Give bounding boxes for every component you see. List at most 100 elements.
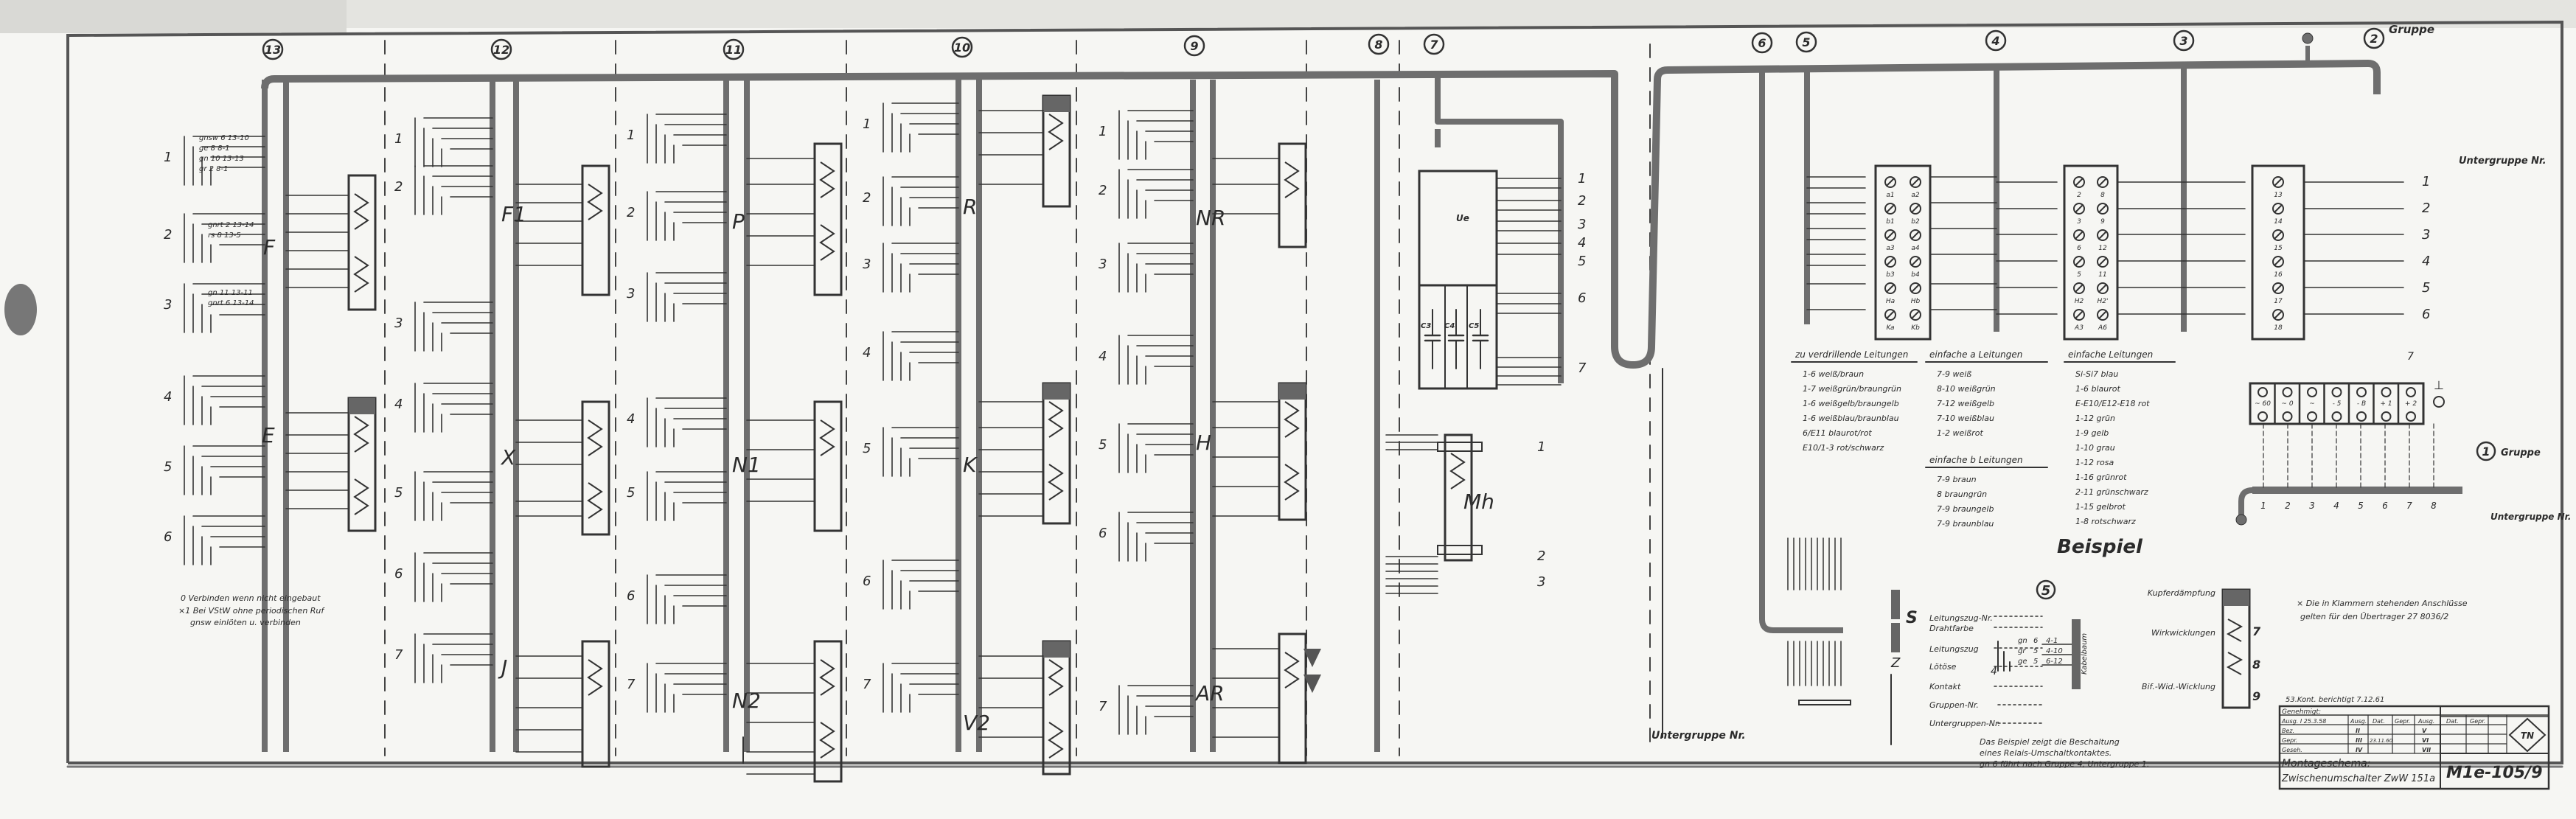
subgroup-number: 3	[863, 257, 871, 272]
ue-label: Ue	[1456, 213, 1469, 223]
legend-item: 7-10 weißblau	[1937, 414, 1994, 423]
marker-bar	[1891, 590, 1900, 619]
group-number-circle	[1751, 32, 1773, 54]
earth-symbol-icon: ⊥	[2434, 378, 2444, 392]
subgroup-number: 6	[863, 574, 871, 589]
terminal-label: a4	[1911, 245, 1920, 252]
correction-note: 53.Kont. berichtigt 7.12.61	[2286, 696, 2384, 704]
legend-item: 1-12 grün	[2075, 414, 2115, 423]
screw-terminal-icon	[2097, 203, 2109, 215]
s-label: S	[1906, 609, 1918, 627]
relay-box	[1042, 640, 1071, 776]
wire-label: gn 10 13-13	[199, 155, 244, 163]
screw-slot	[2075, 204, 2084, 213]
relay-coil-icon	[1449, 453, 1466, 489]
screw-terminal-icon	[2097, 229, 2109, 241]
terminal-label: H2	[2075, 298, 2084, 305]
relay-box	[581, 400, 610, 536]
relay-designation: F1	[501, 202, 526, 226]
coil-number: 8	[2252, 658, 2260, 672]
screw-slot	[2098, 257, 2107, 266]
screw-slot	[2274, 178, 2283, 187]
terminal-label: Ka	[1886, 324, 1894, 332]
title-block-frame	[2278, 705, 2550, 790]
screw-terminal-icon	[2356, 411, 2367, 422]
relay-box	[813, 400, 843, 532]
company-logo	[2508, 717, 2547, 753]
subgroup-number: 5	[627, 485, 635, 501]
screw-terminal-icon	[1910, 203, 1921, 215]
screw-slot	[1886, 178, 1895, 187]
relay-box	[347, 174, 377, 311]
subgroup-number: 2	[2422, 201, 2430, 216]
capacitor-label: C3	[1421, 322, 1431, 330]
example-label: Gruppen-Nr.	[1929, 700, 1979, 710]
relay-box	[1278, 142, 1307, 248]
example-contact-number: 4	[1991, 666, 1997, 677]
screw-slot	[1911, 204, 1920, 213]
subgroup-number: 5	[1578, 254, 1586, 269]
relay-coil-icon	[587, 482, 603, 519]
screw-slot	[2274, 204, 2283, 213]
subgroup-number: 2	[394, 179, 403, 195]
marker-bar	[1891, 623, 1900, 652]
cable-bus	[2238, 487, 2253, 516]
screw-slot	[2075, 310, 2084, 319]
group-number: 6	[1758, 36, 1766, 50]
drawing-title: Montageschema:	[2282, 758, 2371, 770]
issue-number: VI	[2422, 737, 2429, 744]
screw-slot	[2075, 257, 2084, 266]
relay-coil-icon	[353, 256, 369, 293]
group-number-circle	[2173, 29, 2195, 52]
screw-slot	[1911, 178, 1920, 187]
subgroup-number: 7	[394, 647, 403, 663]
relay-box	[1042, 94, 1071, 208]
relay-designation: R	[963, 195, 977, 219]
title-block-header: Dat.	[2373, 718, 2385, 725]
screw-terminal-icon	[2272, 203, 2284, 215]
group-label: Gruppe	[2389, 23, 2434, 36]
screw-slot	[2075, 284, 2084, 293]
coil-label: Kupferdämpfung	[2148, 588, 2215, 598]
legend-item: 7-9 braun	[1937, 475, 1977, 484]
screw-terminal-icon	[2073, 256, 2085, 268]
title-block-label: Bez.	[2282, 728, 2294, 734]
wire-label: rs 8 13-5	[208, 231, 241, 240]
subgroup-number: 3	[164, 297, 172, 313]
wire-label: gnsw 6 13-10	[199, 134, 249, 142]
subgroup-number: 3	[2309, 501, 2315, 511]
subgroup-number: 2	[2285, 501, 2291, 511]
title-block-header: Gepr.	[2470, 718, 2485, 725]
legend-item: 7-12 weißgelb	[1937, 399, 1994, 408]
company-logo-text: TN	[2521, 731, 2534, 741]
capacitor-label: C5	[1469, 322, 1479, 330]
group-number: 9	[1190, 39, 1198, 53]
relay-box	[1278, 632, 1307, 764]
title-block-header: Gepr.	[2395, 718, 2410, 725]
relay-coil-icon	[1284, 401, 1300, 438]
group-1-circle	[2476, 441, 2496, 461]
screw-slot	[1911, 231, 1920, 240]
title-block-header: Dat.	[2446, 718, 2459, 725]
example-label: Lötöse	[1929, 662, 1957, 672]
relay-coil-icon	[819, 224, 835, 261]
terminal-label: ~	[2309, 400, 2315, 408]
title-block-header: Ausg.	[2417, 718, 2434, 725]
screw-terminal-icon	[1910, 229, 1921, 241]
transformer-box	[1418, 170, 1498, 287]
relay-coil-icon	[587, 659, 603, 696]
screw-slot	[2075, 231, 2084, 240]
screw-slot	[1911, 284, 1920, 293]
relay-terminal-strip	[1437, 545, 1483, 555]
subgroup-number: 4	[1578, 235, 1586, 251]
bus-end-dot	[2235, 514, 2247, 526]
terminal-label: 2	[2077, 192, 2081, 199]
title-block-cell: Ausg. I 25.3.58	[2281, 718, 2326, 725]
screw-slot	[1886, 284, 1895, 293]
screw-terminal-icon	[2073, 309, 2085, 321]
issue-number: II	[2356, 728, 2360, 734]
subgroup-number: 3	[627, 286, 635, 302]
subgroup-number: 6	[1578, 290, 1586, 306]
cable-bus	[1435, 77, 1564, 383]
terminal-label: b1	[1886, 218, 1894, 226]
